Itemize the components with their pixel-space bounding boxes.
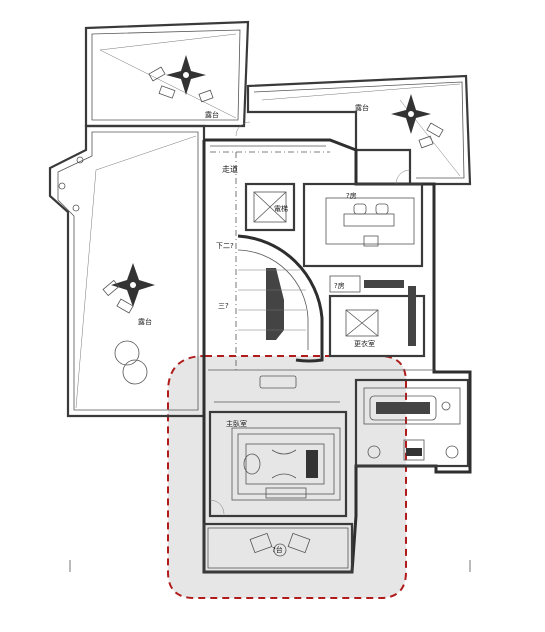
bed-icon: [231, 427, 341, 501]
desk-icon: [343, 203, 395, 247]
master-bedroom-label: 主臥室: [226, 419, 247, 428]
dressing-room: 更衣室: [328, 286, 426, 358]
round-table: [114, 340, 148, 385]
stair-up-label: 三?: [218, 302, 229, 310]
stair-down-label: 下二?: [216, 242, 234, 250]
terrace-label: 露台: [355, 103, 369, 112]
elevator-icon: [253, 191, 287, 223]
bathroom: [354, 378, 470, 468]
closet-label: ?房: [334, 281, 345, 290]
window-markers: [58, 156, 84, 212]
bathtub-icon: [369, 395, 451, 421]
lounge-chair-icon: [148, 66, 214, 103]
terrace-label: 露台: [138, 317, 152, 326]
terrace-label: 露台: [205, 110, 219, 119]
balcony-bottom: ?台: [202, 522, 354, 574]
study-room: ?房: [302, 182, 424, 268]
staircase: 下二? 三?: [216, 234, 324, 363]
umbrella-icon: [391, 94, 431, 134]
lounge-chair-icon: [102, 279, 134, 314]
main-walls: [202, 138, 472, 574]
lounge-chair-icon: [249, 532, 311, 557]
umbrella-icon: [111, 263, 155, 307]
lounge-chair-icon: [418, 122, 444, 149]
study-label: ?房: [346, 191, 357, 200]
staircase-icon: [238, 268, 306, 340]
umbrella-icon: [166, 55, 206, 95]
closet-small: ?房: [329, 275, 404, 293]
doors: [209, 121, 411, 515]
master-bedroom: 主臥室: [208, 375, 348, 518]
balcony-label: ?台: [272, 545, 283, 554]
dressing-room-label: 更衣室: [354, 339, 375, 348]
corridor-label: 走道: [222, 164, 238, 174]
elevator: 電梯: [244, 182, 296, 232]
terrace-top-left: 露台: [84, 20, 250, 128]
terrace-top-right: 露台: [246, 74, 472, 186]
elevator-label: 電梯: [274, 204, 288, 213]
